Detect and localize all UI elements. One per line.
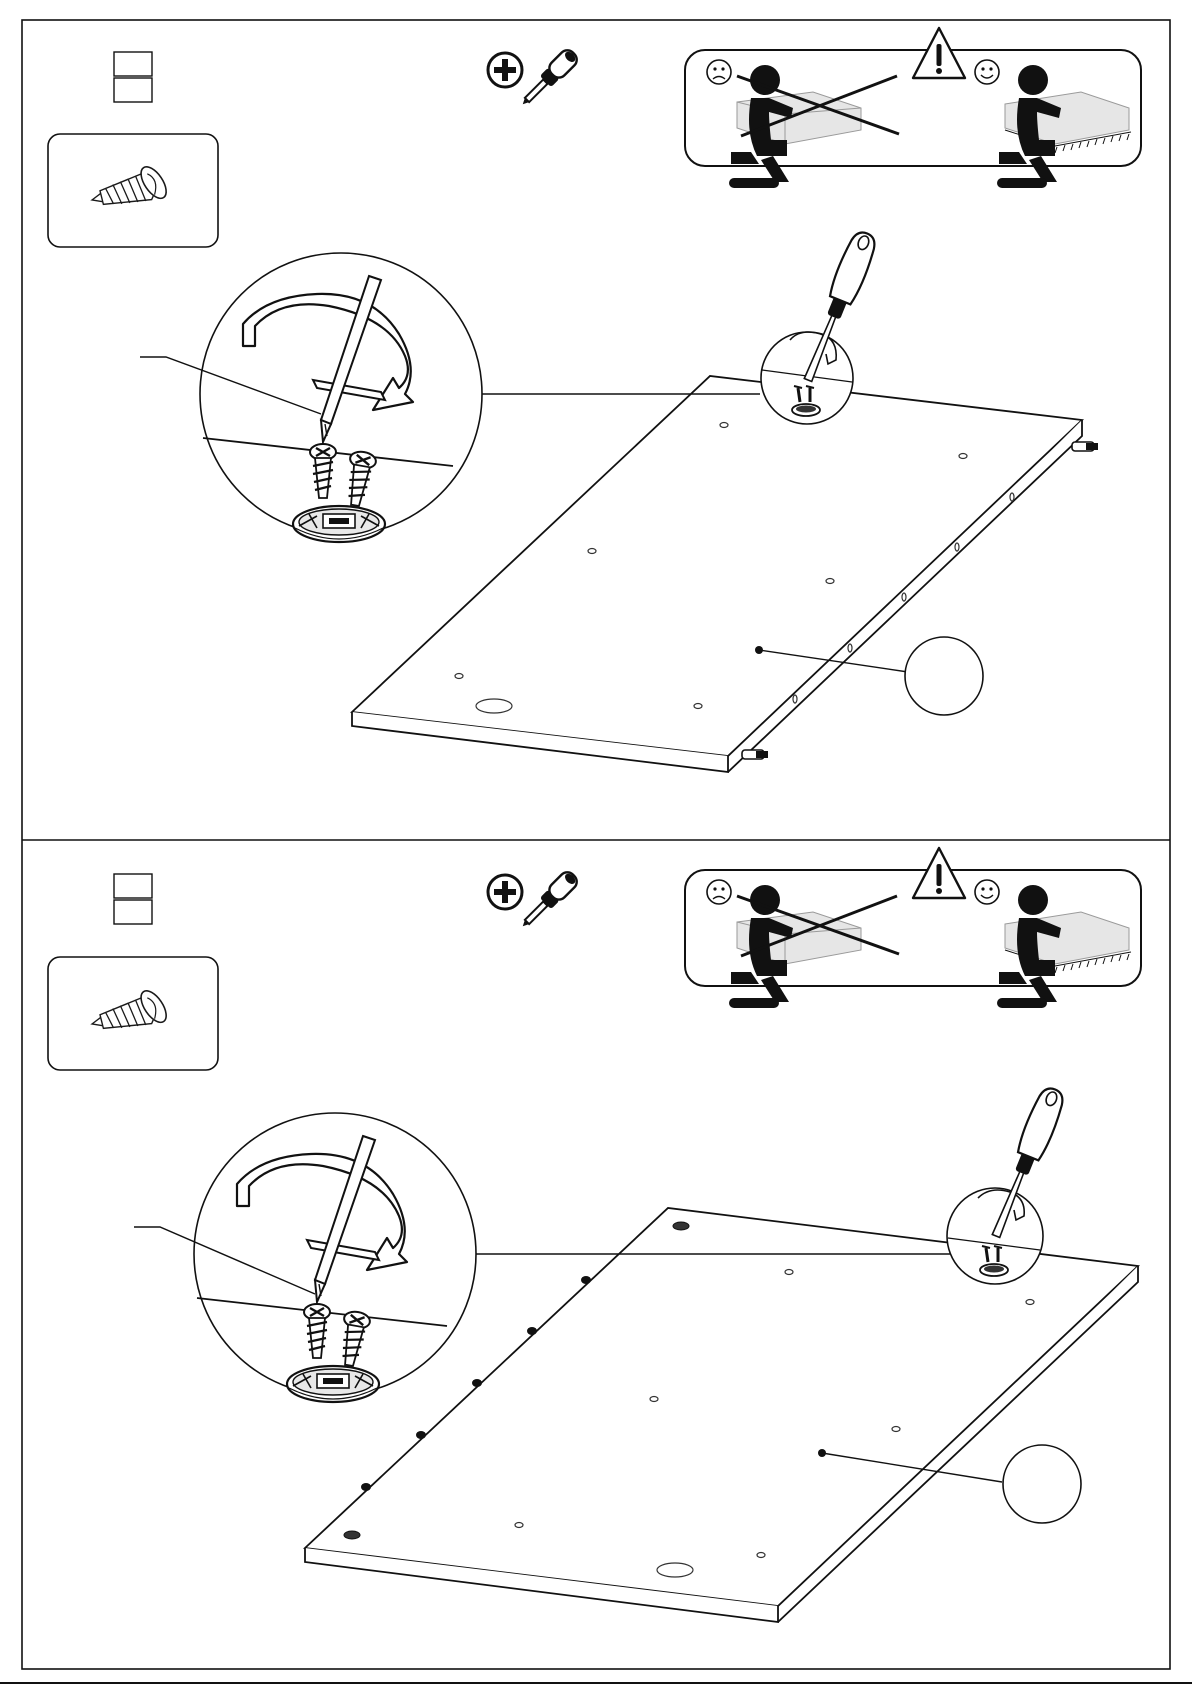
- screwdriver-icon: [488, 869, 580, 933]
- part-label-circle: [1003, 1445, 1081, 1523]
- quantity-box: [114, 78, 152, 102]
- part-label-circle: [905, 637, 983, 715]
- screwdriver-icon: [488, 47, 580, 111]
- step-number-box: [114, 874, 152, 898]
- step-number-box: [114, 52, 152, 76]
- quantity-box: [114, 900, 152, 924]
- detail-magnifier: [194, 1113, 476, 1402]
- step-2: [48, 848, 1141, 1622]
- warning-panel: [685, 28, 1141, 188]
- step-1: [48, 28, 1141, 772]
- detail-magnifier: [200, 253, 482, 542]
- warning-panel: [685, 848, 1141, 1008]
